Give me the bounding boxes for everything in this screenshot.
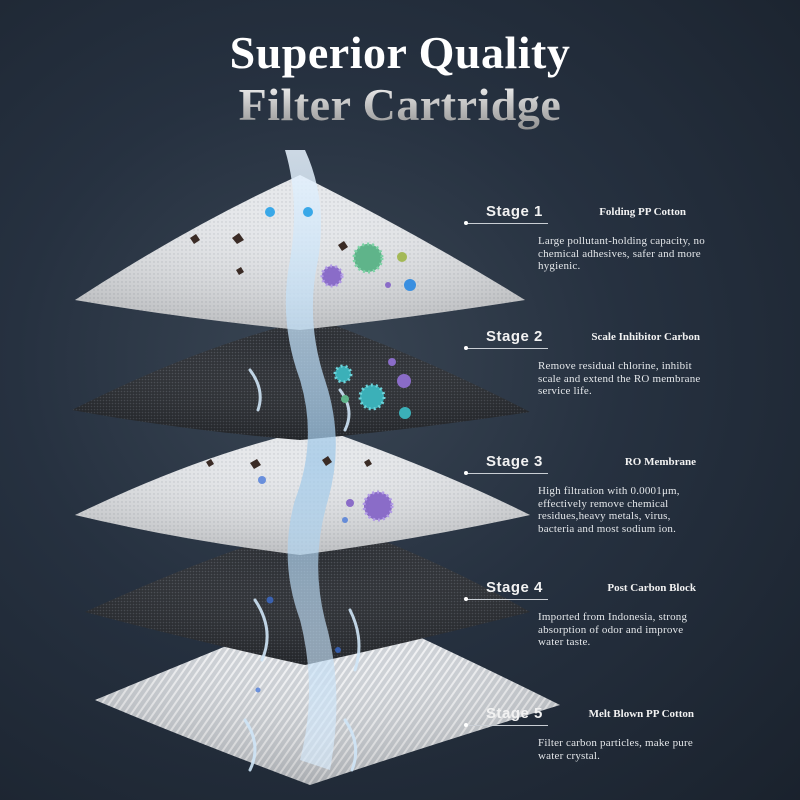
dirt-particles: [190, 233, 372, 469]
stage-5-dot: [464, 723, 468, 727]
stage-1-rule: [466, 223, 548, 224]
stage-4-number: Stage 4: [486, 579, 543, 596]
stage-4-rule: [466, 599, 548, 600]
stage-2-dot: [464, 346, 468, 350]
stage-1-description: Large pollutant-holding capacity, no che…: [538, 235, 705, 272]
stage-4-dot: [464, 597, 468, 601]
stage-5-rule: [466, 725, 548, 726]
stage-4-name: Post Carbon Block: [607, 582, 696, 594]
stage-2-description: Remove residual chlorine, inhibit scale …: [538, 360, 701, 397]
headline-line-1: Superior Quality: [229, 27, 571, 78]
stage-3-name: RO Membrane: [624, 456, 696, 468]
stage-4-callout: Stage 4 Post Carbon Block Imported from …: [464, 579, 706, 649]
stage-2-name: Scale Inhibitor Carbon: [591, 331, 700, 343]
stage-5-description: Filter carbon particles, make pure water…: [538, 737, 693, 762]
stage-2-callout: Stage 2 Scale Inhibitor Carbon Remove re…: [464, 328, 706, 398]
stage-3-number: Stage 3: [486, 453, 543, 470]
stage-5-number: Stage 5: [486, 705, 543, 722]
stage-2-rule: [466, 348, 548, 349]
stage-2-number: Stage 2: [486, 328, 543, 345]
bacteria-icons: [265, 207, 416, 522]
stage-5-name: Melt Blown PP Cotton: [588, 708, 694, 720]
stage-1-number: Stage 1: [486, 203, 543, 220]
stage-4-description: Imported from Indonesia, strong absorpti…: [538, 611, 688, 648]
stage-3-rule: [466, 473, 548, 474]
stage-3-callout: Stage 3 RO Membrane High filtration with…: [464, 453, 706, 535]
stage-1-callout: Stage 1 Folding PP Cotton Large pollutan…: [464, 203, 706, 273]
stage-1-dot: [464, 221, 468, 225]
stage-3-dot: [464, 471, 468, 475]
headline-line-2: Filter Cartridge: [0, 78, 800, 131]
stage-1-name: Folding PP Cotton: [599, 206, 686, 218]
stage-5-callout: Stage 5 Melt Blown PP Cotton Filter carb…: [464, 705, 706, 762]
water-stream: [243, 150, 361, 772]
stage-3-description: High filtration with 0.0001μm, effective…: [538, 485, 680, 535]
